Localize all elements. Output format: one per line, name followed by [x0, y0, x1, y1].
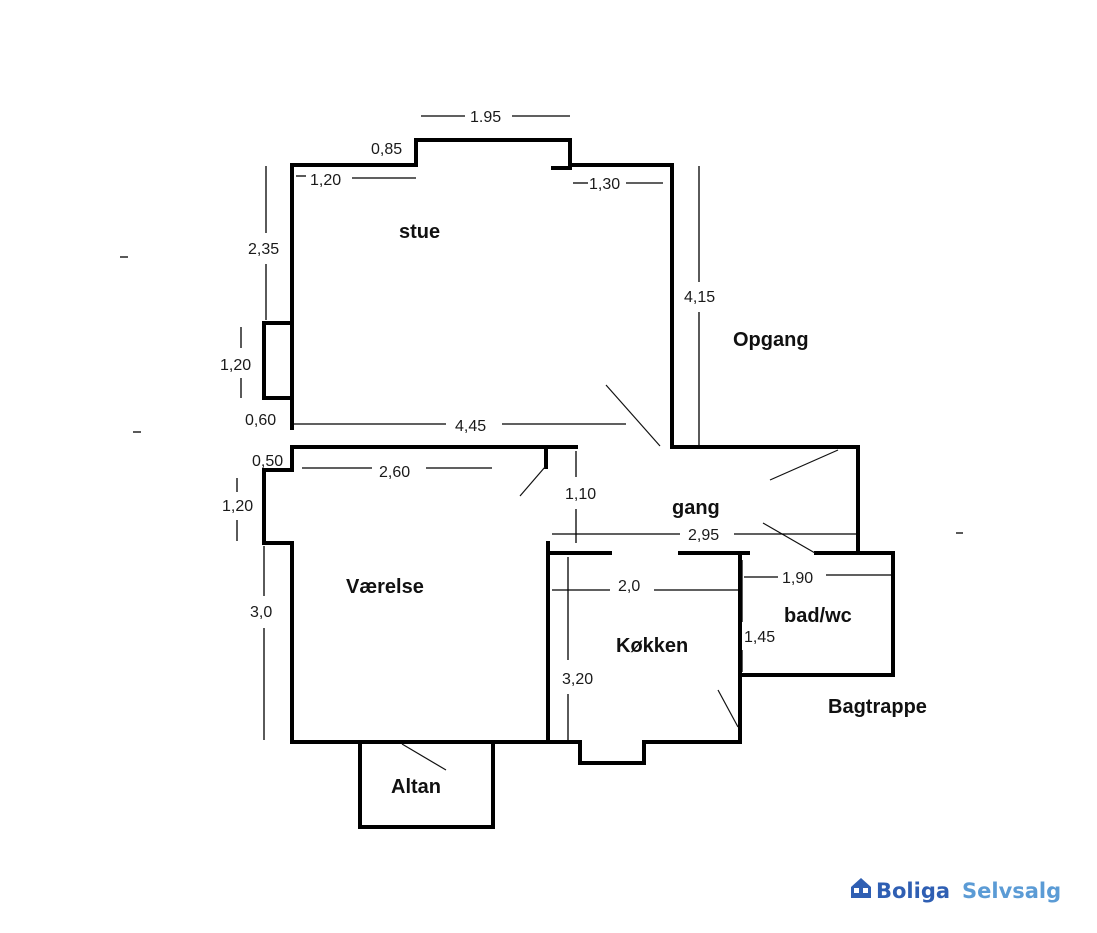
dim-stue-bay-height: 1,20 — [220, 357, 251, 374]
logo-text-boliga: Boliga — [876, 879, 950, 903]
room-label-bagtrappe: Bagtrappe — [828, 696, 927, 718]
house-icon — [851, 878, 871, 898]
room-label-opgang: Opgang — [733, 329, 809, 351]
dim-bad-width: 1,90 — [782, 570, 813, 587]
dim-bay-left: 0,85 — [371, 141, 402, 158]
room-label-kokken: Køkken — [616, 635, 688, 657]
wall-kokken-bottom — [546, 553, 742, 765]
door-altan — [401, 743, 447, 771]
room-label-gang: gang — [672, 497, 720, 519]
room-label-vaerelse: Værelse — [346, 576, 424, 598]
dim-kokken-height: 3,20 — [562, 671, 593, 688]
wall-bad — [738, 551, 895, 677]
wall-altan — [358, 740, 495, 829]
dim-vaerelse-height: 3,0 — [250, 604, 272, 621]
door-gang-entry — [769, 449, 839, 481]
dim-vaerelse-bay-height: 1,20 — [222, 498, 253, 515]
dim-kokken-width: 2,0 — [618, 578, 640, 595]
room-label-altan: Altan — [391, 776, 441, 798]
dim-stue-right-top: 1,30 — [589, 176, 620, 193]
wall-gang — [670, 445, 860, 555]
dim-vaerelse-top: 2,60 — [379, 464, 410, 481]
wall-stue — [290, 138, 674, 449]
dim-stue-wall-offset: 0,60 — [245, 412, 276, 429]
logo-text-selvsalg: Selvsalg — [962, 879, 1061, 903]
dim-bad-height: 1,45 — [744, 629, 775, 646]
dim-stue-left-height: 2,35 — [248, 241, 279, 258]
dim-vaerelse-offset: 0,50 — [252, 453, 283, 470]
dim-gang-width: 2,95 — [688, 527, 719, 544]
dim-stue-depth: 4,45 — [455, 418, 486, 435]
boliga-logo: Boliga Selvsalg — [851, 878, 1061, 903]
door-kokken — [717, 689, 739, 728]
wall-stue-bay — [262, 321, 294, 400]
dim-top-width: 1.95 — [470, 109, 501, 126]
door-bad — [762, 522, 816, 554]
dim-stue-left-top: 1,20 — [310, 172, 341, 189]
wall-vaerelse — [262, 445, 550, 744]
dim-vaerelse-door-gap: 1,10 — [565, 486, 596, 503]
door-stue — [605, 384, 661, 447]
room-label-bad: bad/wc — [784, 605, 852, 627]
dim-stue-right-height: 4,15 — [684, 289, 715, 306]
room-label-stue: stue — [399, 221, 440, 243]
door-vaerelse — [519, 466, 546, 497]
